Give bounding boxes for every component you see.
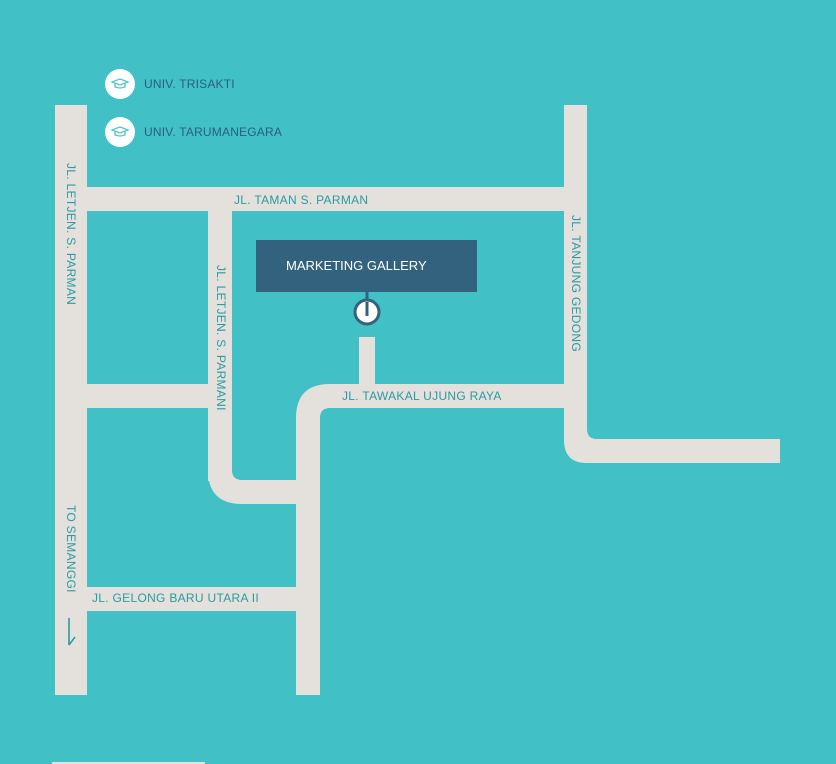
legend-item-tarumanegara: UNIV. TARUMANEGARA xyxy=(105,117,282,147)
graduation-cap-icon xyxy=(105,117,135,147)
street-label-letjen-s-parman-left: JL. LETJEN. S. PARMAN xyxy=(64,163,78,306)
street-label-tanjung-gedong: JL. TANJUNG GEDONG xyxy=(569,215,583,352)
graduation-cap-icon xyxy=(105,69,135,99)
legend-item-trisakti: UNIV. TRISAKTI xyxy=(105,69,235,99)
road-inner-curve xyxy=(208,470,298,504)
road-gelong-baru-utara xyxy=(55,587,320,611)
legend-label: UNIV. TRISAKTI xyxy=(144,77,235,91)
road-gallery-stub xyxy=(359,337,375,385)
marketing-gallery-label[interactable]: MARKETING GALLERY xyxy=(256,240,477,292)
street-label-tawakal-ujung-raya: JL. TAWAKAL UJUNG RAYA xyxy=(342,389,502,403)
arrow-down-icon xyxy=(68,618,76,646)
road-tanjung-gedong xyxy=(564,105,587,440)
road-taman-s-parman xyxy=(55,187,587,211)
street-label-letjen-s-parman-inner: JL. LETJEN. S. PARMANI xyxy=(214,265,228,411)
road-tanjung-gedong-east xyxy=(564,429,780,463)
road-tawakal-ujung-raya xyxy=(296,384,587,695)
street-label-gelong-baru-utara: JL. GELONG BARU UTARA II xyxy=(92,591,260,605)
location-pin-icon xyxy=(353,292,381,326)
road-letjen-s-parman-inner xyxy=(208,211,232,481)
bottom-divider xyxy=(52,762,205,764)
road-left-connector xyxy=(55,384,208,408)
street-label-taman-s-parman: JL. TAMAN S. PARMAN xyxy=(234,193,369,207)
street-label-to-semanggi: TO SEMANGGI xyxy=(64,505,78,593)
legend-label: UNIV. TARUMANEGARA xyxy=(144,125,283,139)
